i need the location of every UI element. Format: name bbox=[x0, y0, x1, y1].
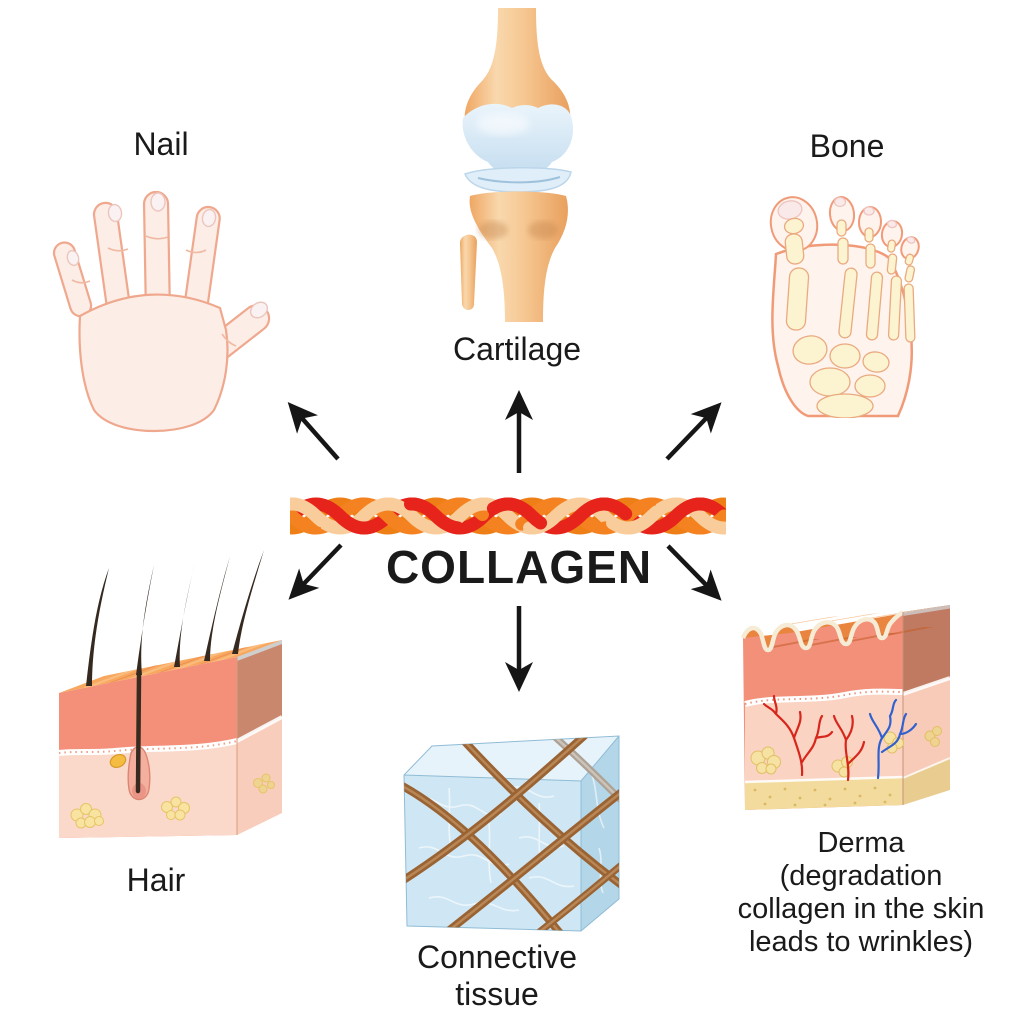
foot-skeleton bbox=[783, 217, 916, 418]
side-epidermis bbox=[237, 640, 282, 741]
fingernails bbox=[66, 192, 269, 319]
hair-follicle bbox=[109, 672, 151, 801]
wrinkle-shading bbox=[763, 610, 934, 648]
wrinkle-edge bbox=[740, 610, 905, 653]
derma-label-line4: leads to wrinkles) bbox=[748, 926, 974, 959]
connective-tissue-label-line2: tissue bbox=[455, 975, 539, 1012]
derma-label: Derma (degradation collagen in the skin … bbox=[711, 827, 1011, 959]
arrow-to-derma bbox=[666, 544, 722, 601]
derma-label-line3: collagen in the skin bbox=[737, 893, 985, 926]
connective-tissue-label: Connective tissue bbox=[387, 939, 607, 1013]
connective-tissue-label-line1: Connective bbox=[416, 939, 578, 975]
derma-label-line2: (degradation bbox=[779, 860, 943, 893]
collagen-fiber-braid bbox=[290, 497, 726, 535]
side-fat bbox=[903, 758, 950, 805]
blood-vessels bbox=[762, 694, 918, 782]
hair-label: Hair bbox=[126, 862, 186, 898]
wrinkled-surface bbox=[743, 605, 950, 650]
cartilage-pad bbox=[462, 103, 574, 193]
cut-edge bbox=[237, 640, 282, 661]
nail-label: Nail bbox=[133, 126, 189, 162]
wrinkled-skin-cube bbox=[740, 605, 951, 810]
arrow-to-hair bbox=[288, 543, 343, 600]
cartilage-label: Cartilage bbox=[452, 331, 582, 367]
fat-cells bbox=[70, 773, 275, 829]
hair-skin-cube-illustration bbox=[58, 550, 283, 838]
arrow-to-nail bbox=[287, 402, 340, 461]
basement-membrane bbox=[744, 688, 904, 707]
knee-joint-illustration bbox=[459, 8, 574, 322]
subcutaneous-fat-layer bbox=[745, 777, 903, 810]
hairs bbox=[86, 550, 264, 686]
foot-bones-illustration bbox=[769, 196, 920, 418]
side-dermis bbox=[903, 678, 950, 778]
derma-label-line1: Derma bbox=[817, 827, 905, 859]
fibula bbox=[459, 234, 477, 310]
tibia bbox=[469, 191, 568, 322]
knuckle-creases bbox=[71, 235, 237, 347]
fat-cells bbox=[750, 726, 942, 778]
collagen-fibers bbox=[404, 736, 619, 931]
side-dermis bbox=[237, 717, 282, 835]
derma-illustration bbox=[740, 605, 951, 810]
skin-surface bbox=[59, 640, 282, 693]
side-epidermis bbox=[903, 605, 950, 694]
hair-shaft bbox=[135, 672, 142, 794]
skin-cube bbox=[58, 640, 283, 838]
fat-speckles bbox=[753, 786, 892, 807]
palm bbox=[78, 293, 229, 433]
collagen-title: COLLAGEN bbox=[385, 541, 653, 593]
toenails bbox=[777, 196, 916, 244]
blood-vessels-blue bbox=[868, 698, 918, 780]
hand-illustration bbox=[52, 190, 271, 433]
arrow-to-bone bbox=[665, 402, 722, 461]
meniscus bbox=[464, 166, 572, 193]
cut-edge bbox=[903, 605, 950, 616]
connective-tissue-illustration bbox=[403, 735, 620, 932]
sebaceous-gland bbox=[109, 753, 127, 769]
bone-label: Bone bbox=[809, 128, 885, 164]
blood-vessels-red bbox=[762, 694, 834, 777]
fingers bbox=[52, 190, 271, 433]
